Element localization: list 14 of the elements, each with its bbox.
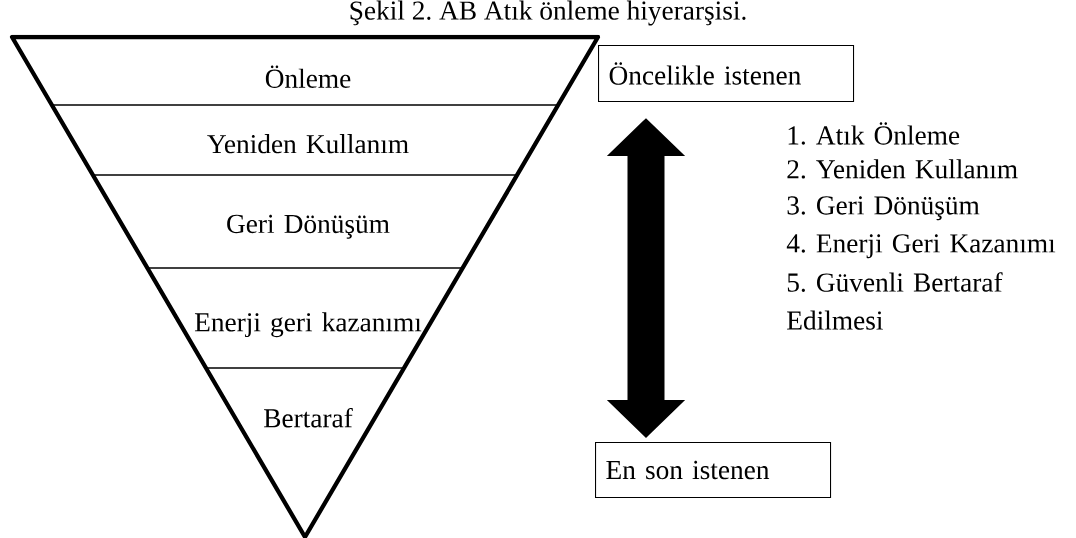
- list-item: 2. Yeniden Kullanım: [787, 159, 1018, 179]
- list-item: 4. Enerji Geri Kazanımı: [786, 234, 1056, 259]
- pyramid-level: Geri Dönüşüm: [227, 214, 390, 239]
- list-item: 3. Geri Dönüşüm: [787, 196, 980, 221]
- list-item: 1. Atık Önleme: [788, 122, 960, 145]
- pyramid-level: Enerji geri kazanımı: [194, 312, 422, 338]
- pyramid-triangle: [9, 34, 601, 538]
- pyramid-level: Bertaraf: [264, 408, 353, 428]
- pyramid-level: Önleme: [265, 65, 351, 88]
- pyramid-level: Yeniden Kullanım: [207, 134, 409, 154]
- label-box: En son istenen: [595, 442, 832, 499]
- figure-title: Şekil 2. AB Atık önleme hiyerarşisi.: [350, 0, 746, 26]
- list-item: 5. Güvenli Bertaraf Edilmesi: [787, 272, 1003, 330]
- label-box: Öncelikle istenen: [598, 45, 855, 103]
